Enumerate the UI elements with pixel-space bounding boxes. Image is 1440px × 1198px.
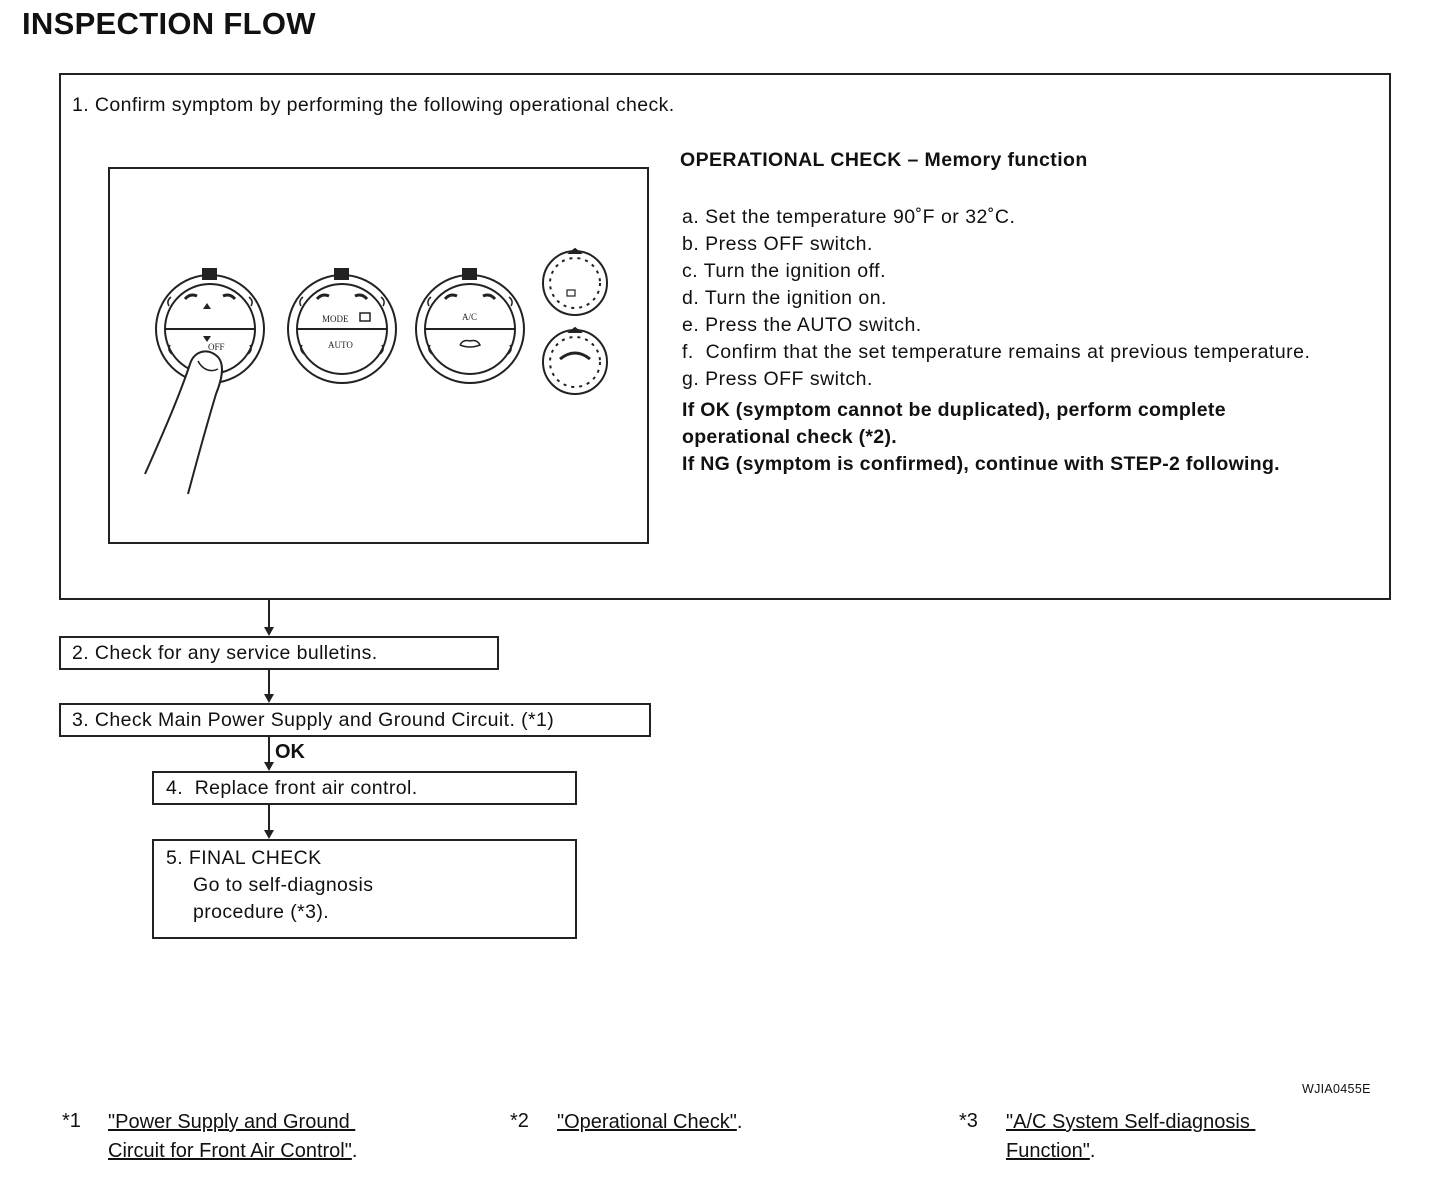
- auto-label: AUTO: [328, 340, 353, 350]
- page-title: INSPECTION FLOW: [22, 6, 316, 41]
- footnote-2: "Operational Check".: [557, 1108, 742, 1137]
- flow-connector: [268, 737, 270, 763]
- figure-code: WJIA0455E: [1302, 1082, 1371, 1096]
- operational-step: g. Press OFF switch.: [682, 368, 873, 390]
- final-check-title: 5. FINAL CHECK: [166, 847, 322, 869]
- finger-icon: [144, 350, 224, 495]
- operational-step: f. Confirm that the set temperature rema…: [682, 341, 1311, 363]
- power-supply-ground-circuit-link-cont[interactable]: Circuit for Front Air Control": [108, 1140, 352, 1162]
- temperature-dial-icon: [155, 274, 265, 384]
- ok-result-line: If OK (symptom cannot be duplicated), pe…: [682, 399, 1226, 421]
- off-label: OFF: [208, 342, 225, 352]
- step3-text: 3. Check Main Power Supply and Ground Ci…: [72, 709, 555, 731]
- ac-dial-icon: [415, 274, 525, 384]
- recirculation-knob-icon: [542, 326, 608, 395]
- flow-connector: [268, 670, 270, 695]
- footnote-mark: *2: [510, 1110, 529, 1132]
- mode-label: MODE: [322, 314, 349, 324]
- step2-box: 2. Check for any service bulletins.: [59, 636, 499, 670]
- fan-knob-icon: [542, 247, 608, 316]
- control-panel-svg: OFF MODE AUTO A/C: [144, 247, 608, 495]
- ok-result-line: operational check (*2).: [682, 426, 897, 448]
- flow-connector: [268, 600, 270, 628]
- ac-self-diagnosis-link[interactable]: "A/C System Self-diagnosis: [1006, 1111, 1256, 1133]
- footnote-1: "Power Supply and Ground Circuit for Fro…: [108, 1108, 357, 1166]
- flow-arrowhead: [264, 694, 274, 703]
- mode-dial-icon: [287, 274, 397, 384]
- footnote-mark: *1: [62, 1110, 81, 1132]
- step5-box: 5. FINAL CHECK Go to self-diagnosis proc…: [152, 839, 577, 939]
- footnote-period: .: [736, 1111, 743, 1133]
- footnote-period: .: [1089, 1140, 1096, 1162]
- ac-self-diagnosis-link-cont[interactable]: Function": [1006, 1140, 1090, 1162]
- ok-branch-label: OK: [275, 741, 305, 763]
- step1-text: 1. Confirm symptom by performing the fol…: [72, 94, 675, 116]
- step4-text: 4. Replace front air control.: [166, 777, 418, 799]
- operational-check-steps: a. Set the temperature 90˚F or 32˚C. b. …: [682, 204, 1310, 478]
- final-check-line: Go to self-diagnosis: [193, 874, 374, 896]
- operational-step: a. Set the temperature 90˚F or 32˚C.: [682, 206, 1016, 228]
- flow-arrowhead: [264, 830, 274, 839]
- power-supply-ground-circuit-link[interactable]: "Power Supply and Ground: [108, 1111, 356, 1133]
- ng-result-line: If NG (symptom is confirmed), continue w…: [682, 453, 1280, 475]
- flow-connector: [268, 805, 270, 831]
- operational-check-title: OPERATIONAL CHECK – Memory function: [680, 149, 1088, 171]
- flow-arrowhead: [264, 627, 274, 636]
- ac-label: A/C: [462, 312, 477, 322]
- final-check-line: procedure (*3).: [193, 901, 330, 923]
- footnote-mark: *3: [959, 1110, 978, 1132]
- flow-arrowhead: [264, 762, 274, 771]
- footnote-3: "A/C System Self-diagnosis Function".: [1006, 1108, 1255, 1166]
- operational-step: e. Press the AUTO switch.: [682, 314, 922, 336]
- step4-box: 4. Replace front air control.: [152, 771, 577, 805]
- operational-step: b. Press OFF switch.: [682, 233, 873, 255]
- operational-step: d. Turn the ignition on.: [682, 287, 887, 309]
- footnote-period: .: [351, 1140, 358, 1162]
- step2-text: 2. Check for any service bulletins.: [72, 642, 378, 664]
- step1-box: 1. Confirm symptom by performing the fol…: [59, 73, 1391, 600]
- control-panel-illustration: OFF MODE AUTO A/C: [108, 167, 649, 544]
- step3-box: 3. Check Main Power Supply and Ground Ci…: [59, 703, 651, 737]
- operational-check-link[interactable]: "Operational Check": [557, 1111, 737, 1133]
- operational-step: c. Turn the ignition off.: [682, 260, 887, 282]
